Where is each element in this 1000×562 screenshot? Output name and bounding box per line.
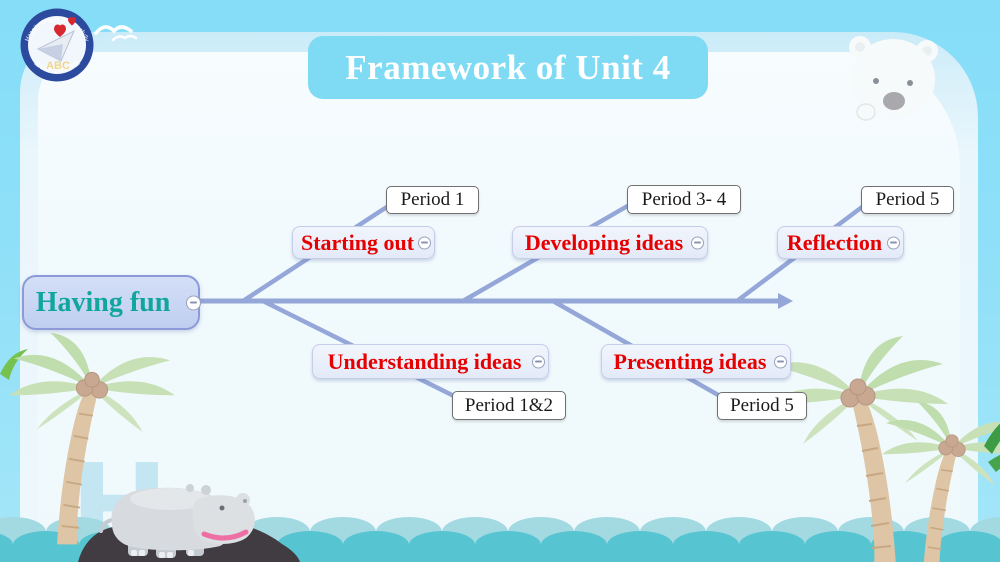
mindmap-node-starting-out[interactable]: Starting out <box>292 226 435 259</box>
period-label: Period 1&2 <box>464 394 554 416</box>
period-label: Period 3- 4 <box>641 188 727 210</box>
decorative-letter-h: H <box>70 438 169 562</box>
period-label: Period 5 <box>730 395 794 416</box>
period-box[interactable]: Period 5 <box>717 392 807 420</box>
collapse-icon[interactable] <box>887 236 900 249</box>
mindmap-node-reflection[interactable]: Reflection <box>777 226 904 259</box>
period-box[interactable]: Period 3- 4 <box>627 185 741 214</box>
collapse-icon[interactable] <box>186 295 201 310</box>
mindmap-node-developing-ideas[interactable]: Developing ideas <box>512 226 708 259</box>
mindmap-node-presenting-ideas[interactable]: Presenting ideas <box>601 344 791 379</box>
period-box[interactable]: Period 1 <box>386 186 479 214</box>
mindmap-node-understanding-ideas[interactable]: Understanding ideas <box>312 344 549 379</box>
period-box[interactable]: Period 5 <box>861 186 954 214</box>
heart-icon <box>68 17 76 26</box>
period-label: Period 1 <box>400 189 465 210</box>
branch-label: Developing ideas <box>524 229 684 255</box>
branch-label: Presenting ideas <box>613 348 767 374</box>
branch-label: Starting out <box>300 229 415 255</box>
dark-frond-icon <box>984 423 1000 454</box>
slide-title-text: Framework of Unit 4 <box>345 47 671 87</box>
dark-frond-icon <box>988 454 1000 472</box>
period-label: Period 5 <box>875 189 940 210</box>
root-label: Having fun <box>35 286 171 318</box>
period-box[interactable]: Period 1&2 <box>452 391 566 420</box>
collapse-icon[interactable] <box>418 236 431 249</box>
slide-title: Framework of Unit 4 <box>308 36 708 99</box>
mindmap-root-node[interactable]: Having fun <box>22 275 201 330</box>
collapse-icon[interactable] <box>532 355 545 368</box>
collapse-icon[interactable] <box>774 355 787 368</box>
branch-label: Understanding ideas <box>327 348 522 374</box>
branch-label: Reflection <box>786 229 883 255</box>
collapse-icon[interactable] <box>691 236 704 249</box>
